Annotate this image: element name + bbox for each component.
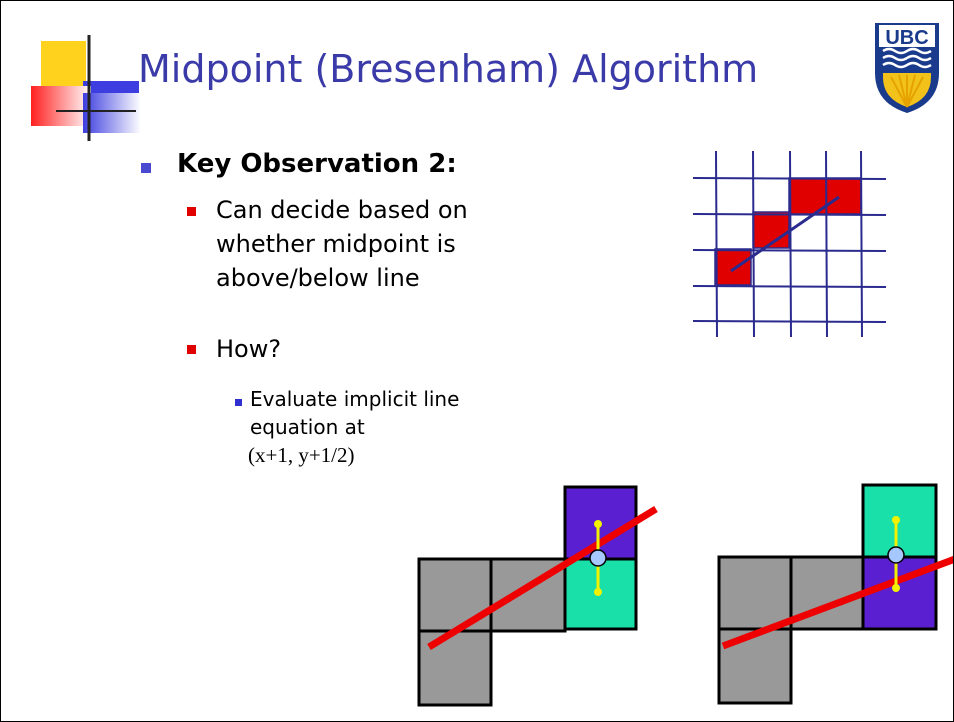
bullet-line: whether midpoint is	[216, 230, 456, 258]
bullet-marker	[141, 163, 151, 173]
bullet-line: above/below line	[216, 264, 420, 292]
bullet-line: Evaluate implicit line	[250, 387, 460, 411]
bullet-line: Can decide based on	[216, 196, 468, 224]
midpoint-above-line-figure	[717, 483, 953, 705]
svg-text:UBC: UBC	[885, 27, 928, 49]
ubc-logo: UBC	[875, 23, 939, 113]
bullet-marker	[187, 207, 196, 216]
bullet-how: How?	[216, 335, 282, 363]
pixel-grid-figure	[692, 151, 887, 337]
bullet-line: (x+1, y+1/2)	[248, 443, 355, 467]
bullet-marker	[187, 345, 196, 354]
slide-title: Midpoint (Bresenham) Algorithm	[138, 47, 759, 91]
bullet-marker	[235, 399, 242, 406]
bullet-key-observation: Key Observation 2:	[177, 149, 457, 179]
corner-decoration	[31, 35, 141, 141]
bullet-line: equation at	[250, 415, 365, 439]
midpoint-below-line-figure	[417, 485, 658, 707]
